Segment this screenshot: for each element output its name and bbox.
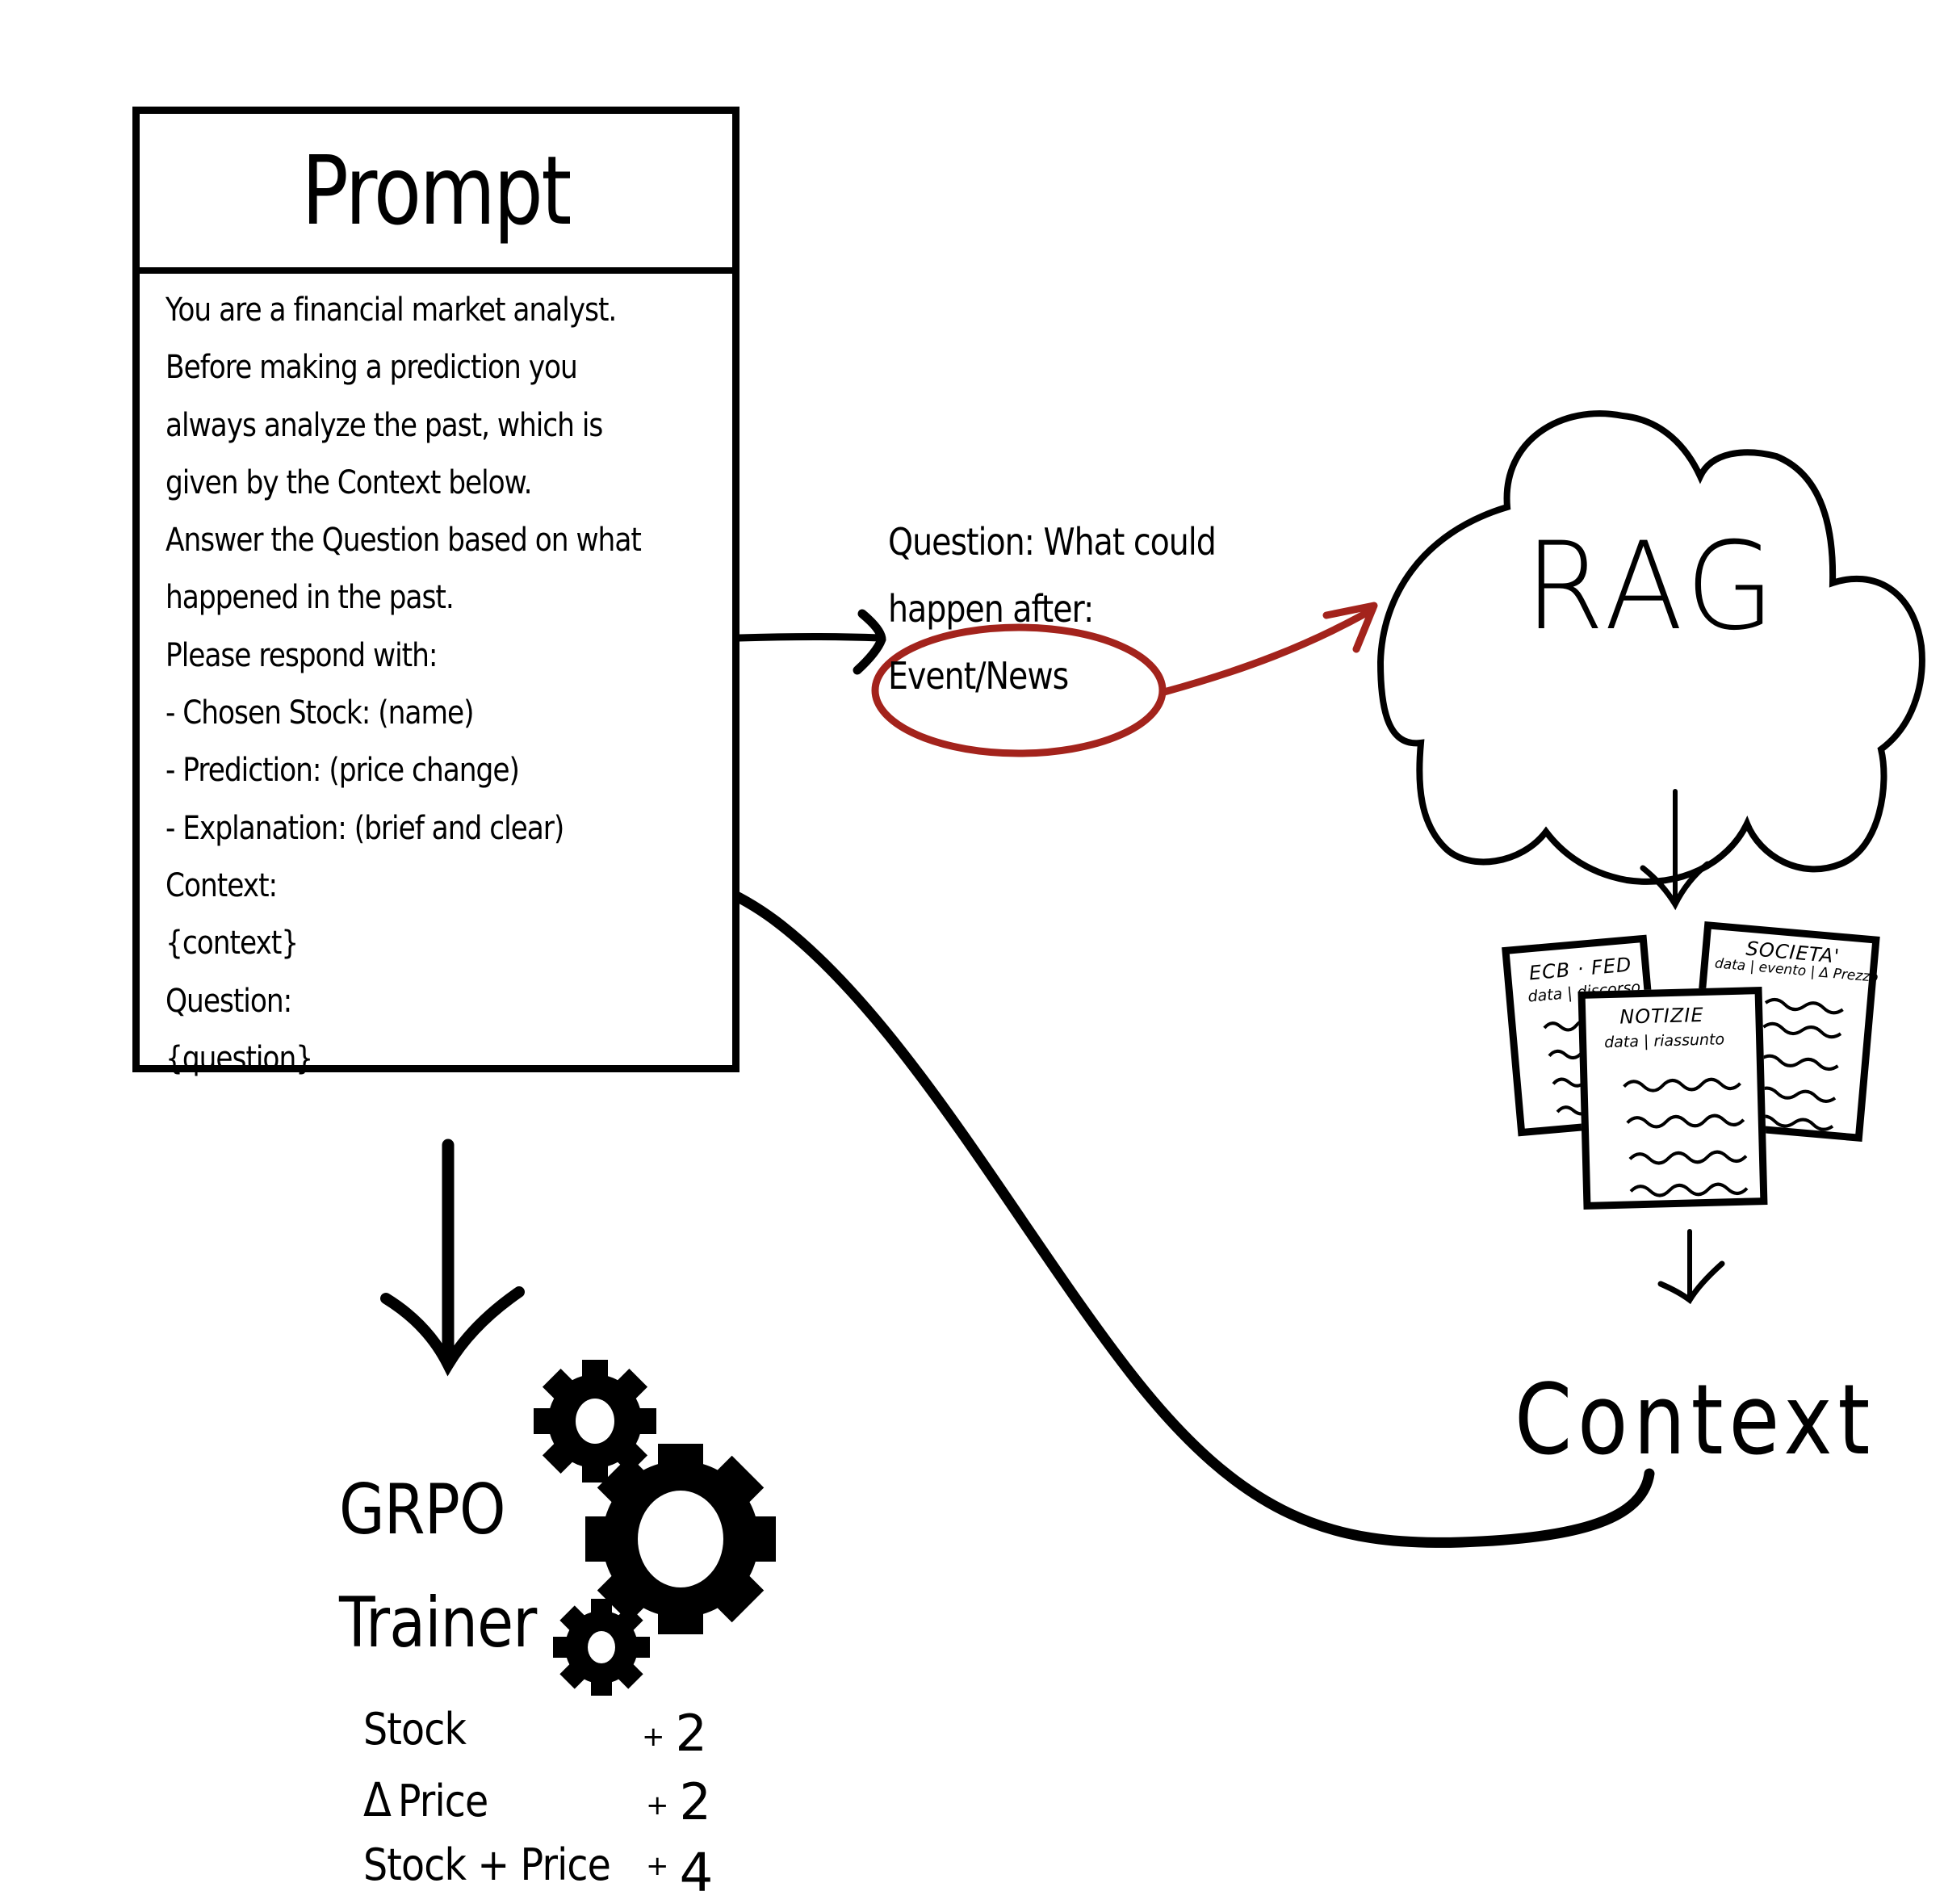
prompt-header: Prompt [140,114,732,274]
reward-label: Stock [363,1704,467,1755]
event-to-rag-arrow [1160,602,1378,696]
reward-number: 2 [679,1772,711,1831]
document-societa: SOCIETA' data | evento | Δ Prezzo [1686,921,1880,1143]
reward-value: +2 [642,1704,707,1763]
reward-value: +4 [646,1839,714,1904]
document-notizie: NOTIZIE data | riassunto [1577,987,1768,1210]
document-text-lines [1754,998,1844,1131]
documents-to-context-arrow [1657,1229,1725,1305]
trainer-label: Trainer [339,1583,537,1663]
reward-sign: + [646,1850,668,1882]
grpo-label: GRPO [339,1470,506,1550]
question-line: Question: What could [888,520,1217,564]
document-text-lines [1623,1077,1749,1197]
document-title: NOTIZIE [1619,1003,1704,1029]
reward-label-text: Price [397,1776,488,1826]
grpo-trainer-label: GRPO Trainer [339,1453,537,1680]
prompt-line: {question} [165,1039,313,1077]
prompt-line: happened in the past. [165,579,455,617]
rag-label: RAG [1524,517,1780,657]
question-line: happen after: [888,587,1094,631]
rag-cloud-shape [1376,410,1925,885]
prompt-title: Prompt [301,135,572,246]
document-subtitle: data | riassunto [1603,1030,1725,1052]
rag-to-documents-arrow [1640,789,1711,911]
reward-number: 4 [679,1842,714,1904]
prompt-to-trainer-arrow [380,1139,525,1377]
event-news-label: Event/News [888,654,1069,698]
gears-icon [534,1360,776,1696]
prompt-line: given by the Context below. [165,463,533,501]
prompt-body: You are a financial market analyst. Befo… [140,274,732,1088]
prompt-line: Context: [165,866,278,904]
prompt-line: {context} [165,925,299,962]
reward-value: +2 [646,1772,711,1831]
reward-number: 2 [675,1704,707,1763]
prompt-line: - Explanation: (brief and clear) [165,809,564,847]
question-block: Question: What could happen after: Event… [888,509,1217,710]
prompt-line: - Chosen Stock: (name) [165,694,474,732]
prompt-line: Question: [165,982,292,1020]
reward-sign: + [646,1789,668,1822]
reward-sign: + [642,1721,664,1753]
prompt-line: Before making a prediction you [165,349,578,387]
prompt-line: Please respond with: [165,636,438,674]
prompt-box: Prompt You are a financial market analys… [132,107,739,1077]
prompt-to-question-arrow [735,609,886,675]
prompt-line: always analyze the past, which is [165,406,603,444]
context-label: Context [1515,1365,1876,1477]
reward-label: Stock + Price [363,1839,611,1890]
prompt-line: - Prediction: (price change) [165,752,520,790]
prompt-line: You are a financial market analyst. [165,291,617,329]
delta-icon: Δ [363,1772,392,1827]
prompt-line: Answer the Question based on what [165,522,642,560]
